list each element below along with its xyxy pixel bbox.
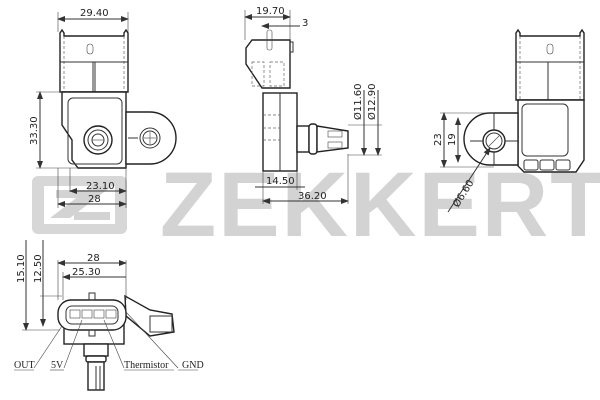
dim-connector-depth: 19.70 <box>256 6 285 17</box>
pin-label-5v: 5V <box>51 360 64 371</box>
dim-offset: 3 <box>302 18 308 29</box>
dim-diameter-outer: Ø12.90 <box>366 84 378 121</box>
dim-body-depth: 14.50 <box>266 176 295 187</box>
front-view <box>59 28 177 169</box>
dim-overall-depth: 36.20 <box>298 191 327 202</box>
dim-height: 33.30 <box>29 116 40 145</box>
pin-label-out: OUT <box>14 360 35 371</box>
connector-dimensions: 15.10 12.50 28 25.30 <box>16 240 127 331</box>
dim-flange-inner: 19 <box>447 133 458 146</box>
pin-label-thermistor: Thermistor <box>124 360 169 371</box>
rear-view <box>463 28 585 173</box>
dim-height-outer: 15.10 <box>16 254 27 283</box>
dim-inner-width: 23.10 <box>86 181 115 192</box>
side-dimensions: 19.70 3 Ø11.60 Ø12.90 14.50 36.20 <box>244 6 382 204</box>
side-view <box>245 29 349 172</box>
dim-diameter-inner: Ø11.60 <box>352 84 364 121</box>
front-dimensions: 29.40 33.30 23.10 28 <box>29 8 129 208</box>
connector-view <box>57 292 175 391</box>
dim-width-inner: 25.30 <box>72 267 101 278</box>
pin-callouts: OUT 5V Thermistor GND <box>14 311 204 371</box>
pin-label-gnd: GND <box>182 360 204 371</box>
dim-height-inner: 12.50 <box>33 254 44 283</box>
dim-overall-width: 29.40 <box>80 8 109 19</box>
dim-flange-height: 23 <box>433 133 444 146</box>
dim-body-width: 28 <box>88 194 101 205</box>
dim-width-outer: 28 <box>87 253 100 264</box>
